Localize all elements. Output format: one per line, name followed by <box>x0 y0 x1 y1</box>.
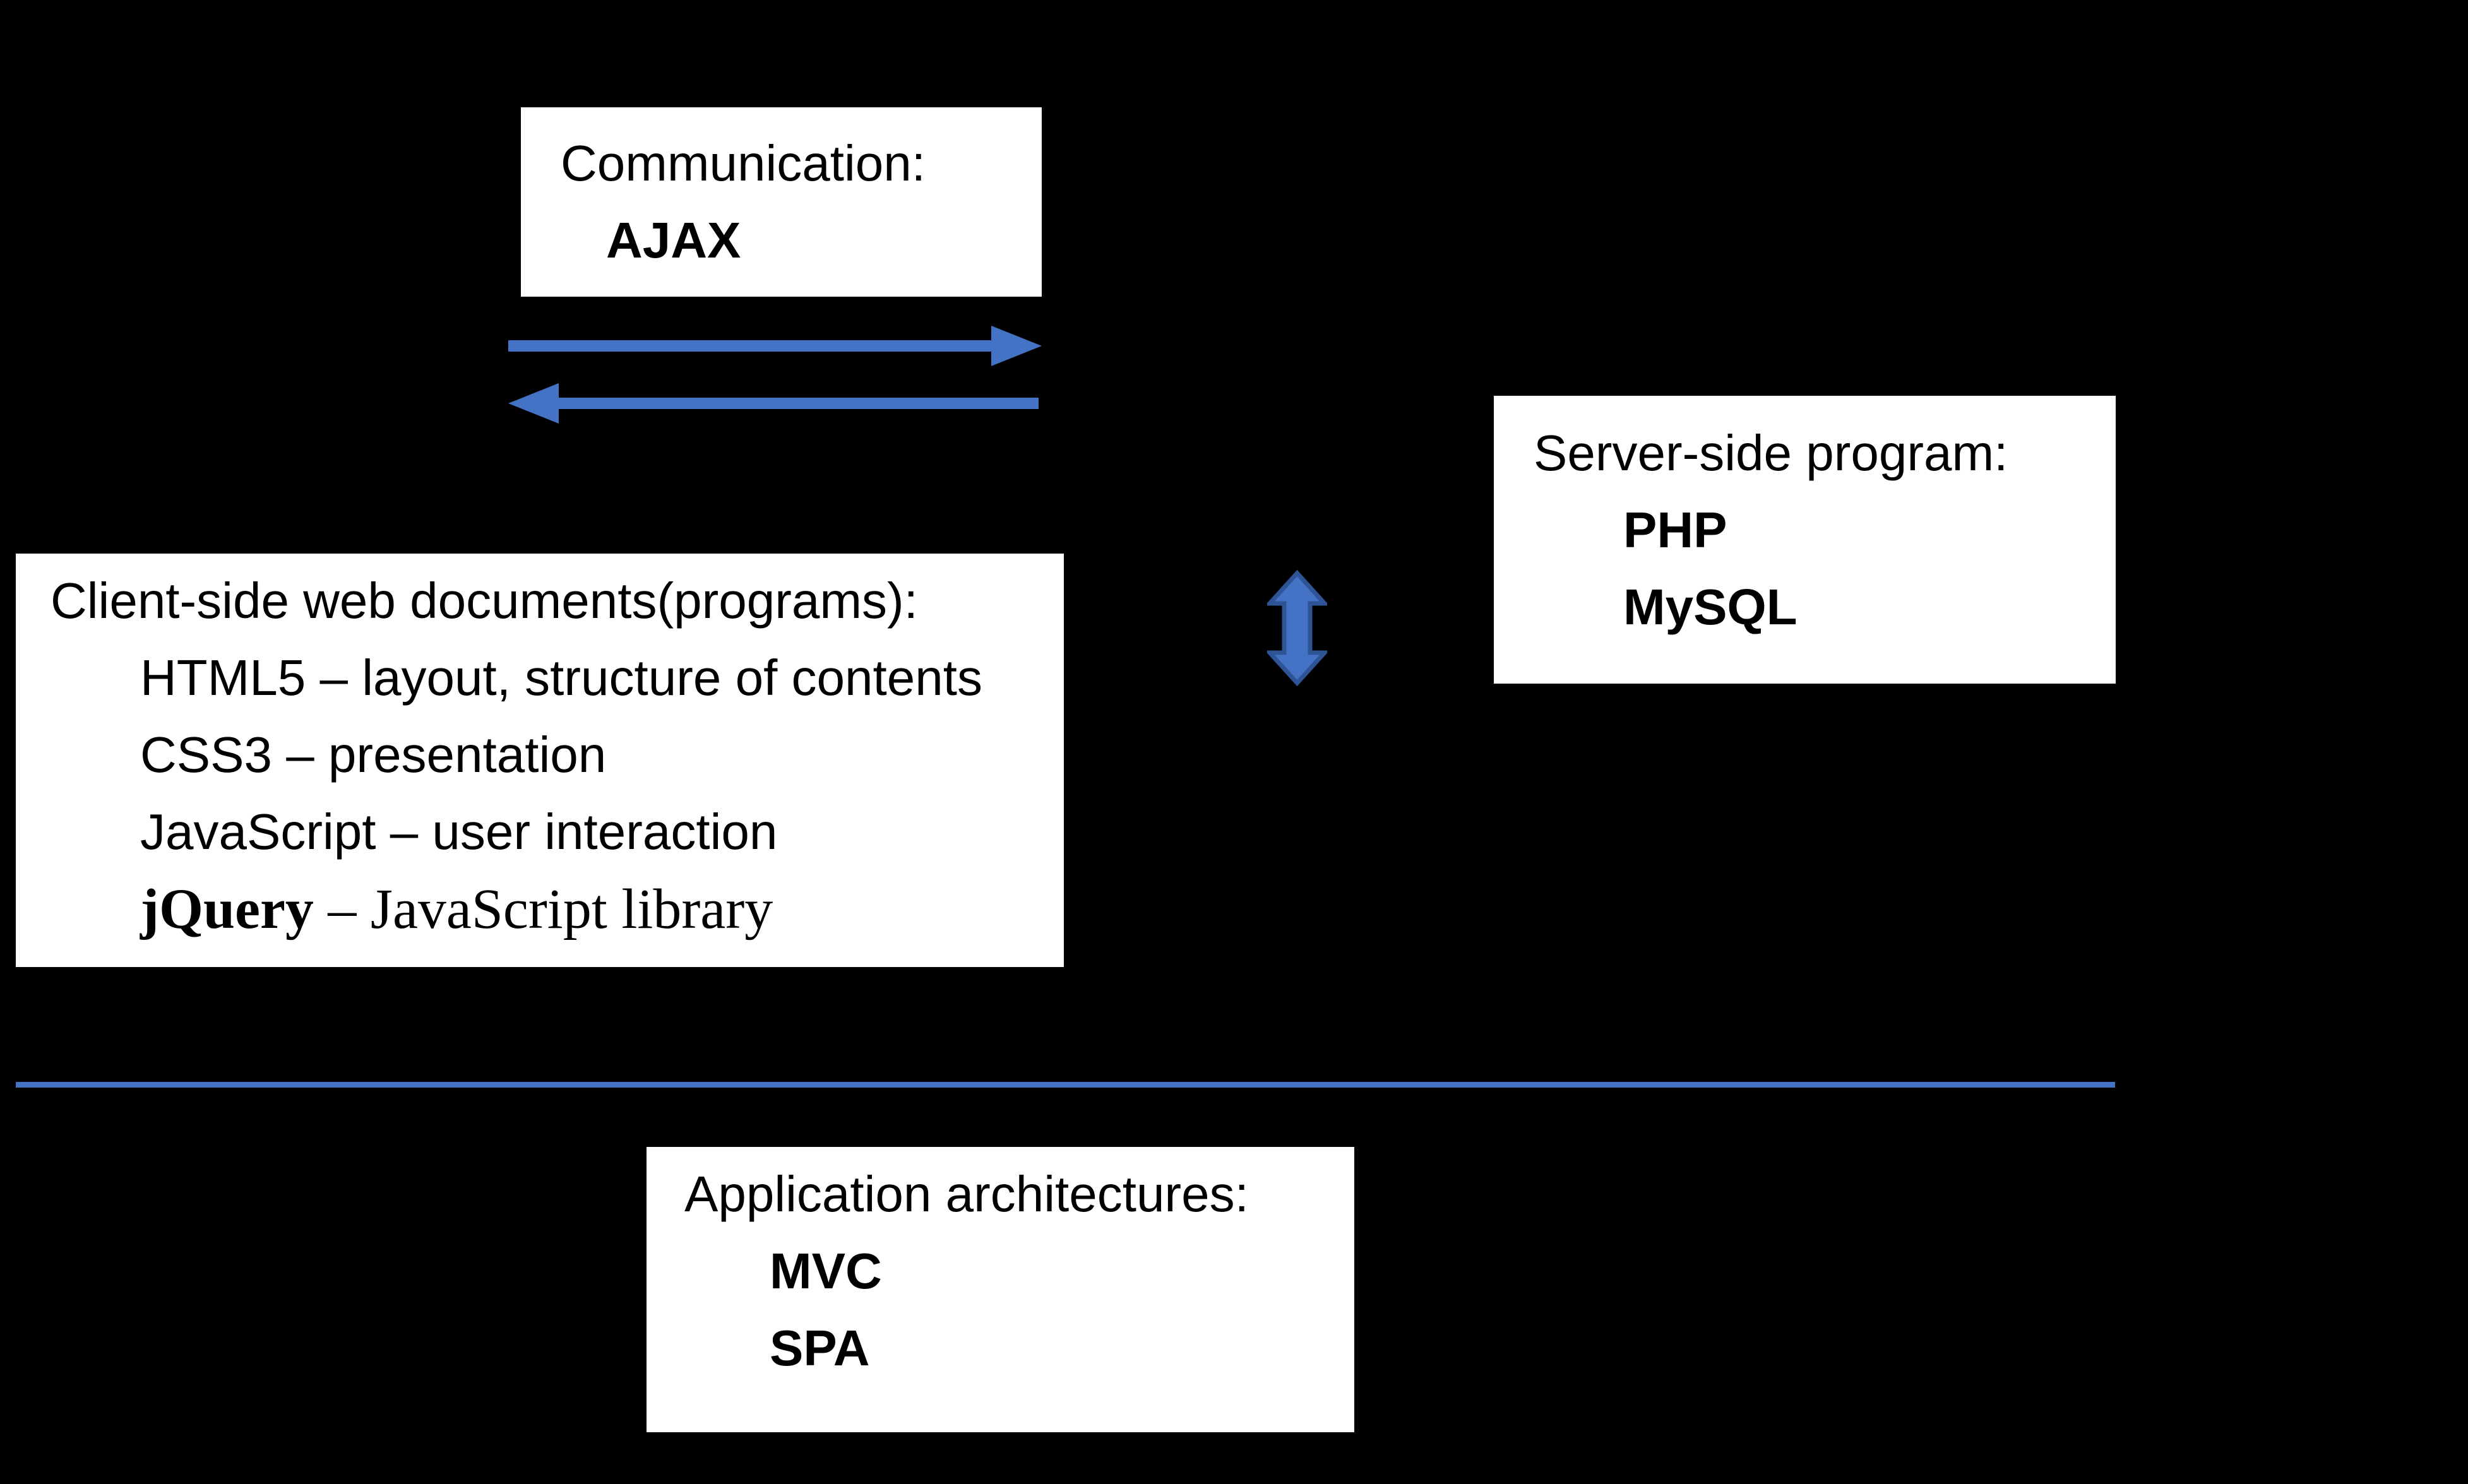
communication-item-ajax: AJAX <box>606 212 741 268</box>
architecture-item-spa: SPA <box>770 1320 870 1376</box>
ajax-response-left-arrow-icon <box>508 383 1039 424</box>
section-divider-line-icon <box>16 1082 2115 1088</box>
client-item-jquery: jQuery – JavaScript library <box>51 870 1064 949</box>
communication-title: Communication: <box>561 135 926 191</box>
client-item-css3: CSS3 – presentation <box>140 727 607 783</box>
client-item-html5: HTML5 – layout, structure of contents <box>140 650 982 706</box>
jquery-label: jQuery <box>140 878 314 941</box>
architectures-title: Application architectures: <box>684 1166 1249 1222</box>
server-item-mysql: MySQL <box>1623 579 1797 635</box>
jquery-description: – JavaScript library <box>313 878 773 941</box>
client-side-title: Client-side web documents(programs): <box>51 573 918 629</box>
client-item-javascript: JavaScript – user interaction <box>140 804 778 860</box>
ajax-request-right-arrow-icon <box>508 326 1042 366</box>
server-side-title: Server-side program: <box>1534 425 2008 481</box>
client-side-box: Client-side web documents(programs): HTM… <box>16 554 1064 967</box>
client-server-up-down-arrow-icon <box>1267 570 1327 686</box>
communication-box: Communication: AJAX <box>521 107 1042 297</box>
server-item-php: PHP <box>1623 502 1727 558</box>
architecture-item-mvc: MVC <box>770 1243 882 1299</box>
server-side-box: Server-side program: PHP MySQL <box>1494 396 2116 684</box>
application-architectures-box: Application architectures: MVC SPA <box>647 1147 1354 1432</box>
